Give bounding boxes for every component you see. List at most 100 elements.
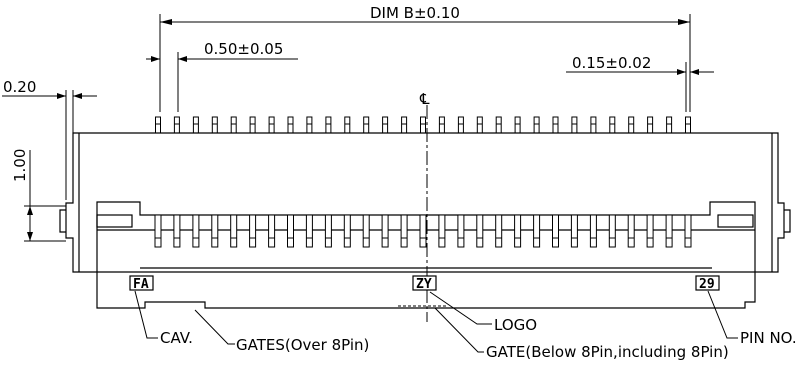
top-pin <box>552 116 559 134</box>
logo-leader <box>429 291 492 325</box>
height-dimension <box>24 150 66 242</box>
inner-contact <box>249 214 257 248</box>
inner-contact <box>419 214 427 248</box>
pin-width-arrow-left <box>677 69 686 75</box>
inner-contact <box>173 214 181 248</box>
height-arrow-bottom <box>27 232 33 241</box>
inner-contact <box>627 214 635 248</box>
marking-center-text: ZY <box>416 277 432 292</box>
cav-leader <box>134 290 158 339</box>
inner-contact <box>438 214 446 248</box>
top-pin <box>590 116 597 134</box>
gates-over-leader <box>194 309 235 345</box>
top-pin <box>155 116 161 134</box>
height-arrow-top <box>27 206 33 215</box>
marking-right-box <box>695 275 720 291</box>
pin-width-arrow-right <box>690 69 699 75</box>
inner-contact <box>476 214 484 248</box>
pin-width-label: 0.15±0.02 <box>572 54 651 72</box>
pitch-arrow-right <box>178 56 187 62</box>
top-pin <box>344 116 351 134</box>
dim-b-label: DIM B±0.10 <box>370 4 460 22</box>
top-pin <box>211 116 218 134</box>
top-pin <box>514 116 521 134</box>
pitch-arrow-left <box>151 56 160 62</box>
height-label: 1.00 <box>11 149 29 182</box>
inner-contact <box>305 214 313 248</box>
gate-below-callout: GATE(Below 8Pin,including 8Pin) <box>486 343 729 361</box>
pin-width-dimension <box>566 62 714 112</box>
pin-no-leader <box>707 290 738 339</box>
upper-body-outline <box>65 132 785 273</box>
inner-contact <box>457 214 465 248</box>
offset-label: 0.20 <box>3 78 36 96</box>
top-pin <box>268 116 275 134</box>
top-pin <box>363 116 370 134</box>
top-pin <box>438 116 445 134</box>
inner-contact <box>268 214 276 248</box>
inner-contact <box>230 214 238 248</box>
gates-over-callout: GATES(Over 8Pin) <box>236 336 369 354</box>
pitch-label: 0.50±0.05 <box>204 40 283 58</box>
right-latch <box>717 214 754 228</box>
inner-contact <box>287 214 294 248</box>
top-pin <box>287 116 294 134</box>
inner-contact <box>589 214 597 248</box>
inner-contact <box>362 214 370 248</box>
marking-right: 29 <box>695 275 720 292</box>
inner-contact <box>533 214 541 248</box>
top-pin <box>249 116 256 134</box>
top-pin <box>325 116 332 134</box>
inner-contact <box>192 214 200 248</box>
top-pin <box>495 116 502 134</box>
left-side-tab <box>59 209 66 233</box>
marking-center: ZY <box>412 275 437 292</box>
dim-b-arrow-left <box>160 19 172 25</box>
callout-leaders <box>134 290 738 353</box>
inner-contact <box>324 214 332 248</box>
top-pin <box>476 116 483 134</box>
inner-contact <box>552 214 559 248</box>
marking-left-text: FA <box>133 277 149 292</box>
contact-row <box>154 214 692 248</box>
top-pin <box>173 116 180 134</box>
marking-right-text: 29 <box>699 277 715 292</box>
inner-contact <box>646 214 654 248</box>
marking-left: FA <box>129 275 154 292</box>
offset-arrow-left <box>57 93 66 99</box>
top-pin <box>571 116 578 134</box>
pin-no-callout: PIN NO. <box>740 329 797 347</box>
inner-contact <box>400 214 408 248</box>
top-pin <box>685 116 691 134</box>
marking-center-box <box>412 275 437 291</box>
right-side-tab <box>784 209 791 233</box>
top-pin <box>647 116 654 134</box>
dim-b-arrow-right <box>678 19 690 25</box>
top-pin <box>609 116 616 134</box>
offset-arrow-right <box>73 93 82 99</box>
centerline-symbol: ℄ <box>419 90 430 108</box>
inner-contact <box>570 214 578 248</box>
inner-contact <box>495 214 503 248</box>
inner-contact <box>343 214 351 248</box>
top-pin <box>230 116 237 134</box>
top-pin <box>628 116 635 134</box>
inner-contact <box>665 214 673 248</box>
pitch-dimension <box>146 52 298 112</box>
cav-callout: CAV. <box>160 329 193 347</box>
inner-contact <box>211 214 219 248</box>
offset-dimension <box>2 90 97 200</box>
top-pin <box>666 116 673 134</box>
inner-contact <box>608 214 616 248</box>
top-pin <box>533 116 540 134</box>
inner-contact <box>154 214 162 248</box>
gate-below-leader <box>434 307 484 353</box>
marking-left-box <box>129 275 154 291</box>
logo-callout: LOGO <box>494 316 537 334</box>
inner-contact <box>684 214 692 248</box>
top-pin <box>457 116 464 134</box>
top-pin-row <box>155 116 691 134</box>
inner-contact <box>514 214 522 248</box>
top-pin <box>382 116 389 134</box>
